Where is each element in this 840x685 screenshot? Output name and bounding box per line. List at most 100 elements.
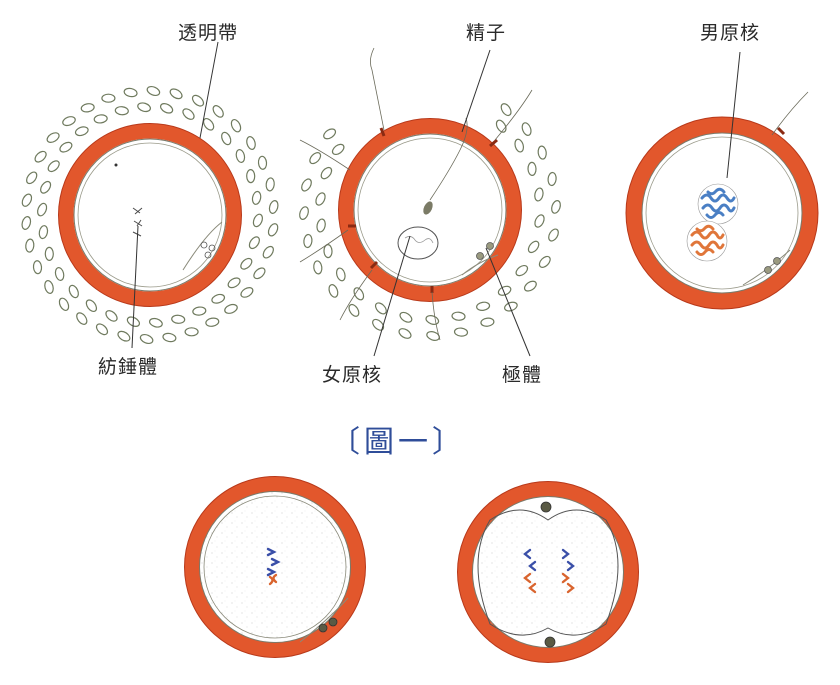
- follicle-cell: [224, 303, 238, 314]
- follicle-cell: [171, 314, 186, 324]
- label-spindle: 紡錘體: [98, 356, 159, 378]
- follicle-cell: [248, 236, 260, 250]
- follicle-cell: [551, 200, 561, 214]
- follicle-cell: [137, 102, 152, 113]
- follicle-cell: [335, 267, 346, 282]
- follicle-cell: [268, 200, 279, 214]
- follicle-cell: [44, 246, 54, 261]
- follicle-cell: [246, 136, 256, 150]
- follicle-cell: [74, 126, 89, 137]
- follicle-cell: [221, 131, 232, 146]
- anaphase-chromosomes: [523, 548, 575, 594]
- follicle-cells-cell-1: [21, 85, 279, 345]
- follicle-cell: [76, 312, 88, 325]
- follicle-cell: [240, 287, 254, 298]
- follicle-cell: [34, 150, 47, 163]
- follicle-cell: [504, 301, 518, 312]
- follicle-cell: [38, 225, 49, 240]
- spindle-figure: [114, 163, 143, 237]
- follicle-cell: [85, 299, 98, 313]
- follicle-cell: [425, 315, 440, 325]
- follicle-cell: [398, 328, 412, 339]
- follicle-cell: [527, 240, 540, 254]
- follicle-cell: [25, 238, 35, 253]
- follicle-cell: [348, 303, 360, 317]
- follicle-cell: [205, 317, 220, 327]
- follicle-cell: [146, 85, 161, 97]
- follicle-cell: [316, 218, 326, 233]
- follicle-cell: [265, 177, 275, 192]
- polar-body-metaphase: [318, 617, 338, 633]
- egg-cell-2: [299, 47, 533, 341]
- follicle-cell: [451, 311, 466, 321]
- egg-cell-3: [625, 91, 819, 310]
- zona-penetration-marks: [348, 127, 498, 293]
- follicle-cell: [235, 149, 246, 163]
- follicle-cell: [101, 93, 116, 103]
- follicle-cell: [62, 116, 76, 127]
- follicle-cell: [123, 87, 138, 98]
- follicle-cell: [309, 152, 322, 165]
- follicle-cell: [26, 171, 38, 185]
- male-pronucleus-figure: [697, 183, 739, 225]
- follicle-cell: [21, 216, 32, 230]
- follicle-cell: [253, 267, 266, 280]
- label-male-pronucleus: 男原核: [700, 22, 761, 44]
- follicle-cell: [548, 228, 559, 242]
- egg-cell-cleavage: [457, 481, 639, 663]
- follicle-cell: [534, 187, 544, 202]
- label-sperm: 精子: [466, 22, 507, 44]
- follicle-cell: [148, 317, 163, 328]
- follicle-cell: [453, 327, 469, 337]
- follicle-cell: [37, 202, 48, 217]
- follicle-cell: [320, 166, 333, 180]
- follicle-cell: [262, 245, 274, 259]
- follicle-cell: [299, 206, 309, 220]
- follicle-cell: [246, 169, 256, 184]
- follicle-cell: [114, 106, 129, 116]
- follicle-cell: [40, 180, 52, 194]
- leader-lines: [131, 41, 741, 357]
- follicle-cell: [534, 214, 545, 228]
- metaphase-chromosomes: [266, 547, 281, 586]
- polar-body-cell-2: [476, 242, 494, 260]
- follicle-cell: [399, 311, 413, 323]
- follicle-cell: [426, 331, 440, 341]
- follicle-cell: [93, 114, 108, 124]
- follicle-cell: [46, 132, 60, 143]
- follicle-cell: [47, 160, 60, 173]
- follicle-cell: [323, 244, 333, 259]
- follicle-cell: [80, 103, 95, 113]
- follicle-cell: [184, 327, 199, 337]
- follicle-cell: [515, 264, 529, 277]
- follicle-cell: [105, 310, 118, 322]
- follicle-cell: [315, 192, 326, 206]
- follicle-cell: [21, 193, 33, 207]
- label-female-pronucleus: 女原核: [322, 364, 383, 386]
- follicle-cell: [497, 285, 512, 296]
- follicle-cell: [500, 103, 512, 117]
- follicle-cell: [514, 138, 525, 153]
- egg-cell-1: [58, 123, 242, 307]
- follicle-cell: [230, 119, 242, 133]
- follicle-cell: [523, 280, 537, 292]
- follicle-cell: [547, 171, 557, 187]
- follicle-cell: [59, 141, 73, 153]
- follicle-cell: [32, 260, 43, 275]
- follicle-cell: [252, 213, 263, 228]
- follicle-cell: [159, 102, 174, 114]
- polar-body-cell-1: [200, 241, 216, 259]
- follicle-cell: [202, 117, 215, 131]
- follicle-cell: [162, 332, 177, 343]
- follicle-cell: [54, 267, 65, 281]
- follicle-cell: [58, 297, 70, 311]
- follicle-cell: [323, 128, 337, 140]
- label-polar-body: 極體: [502, 364, 543, 386]
- follicle-cell: [117, 330, 131, 342]
- label-zona-pellucida: 透明帶: [178, 22, 239, 44]
- follicle-cell: [267, 223, 279, 237]
- follicle-cells-cell-2: [299, 103, 561, 341]
- polar-bodies-cleavage: [540, 501, 556, 648]
- polar-body-cell-3: [764, 257, 781, 274]
